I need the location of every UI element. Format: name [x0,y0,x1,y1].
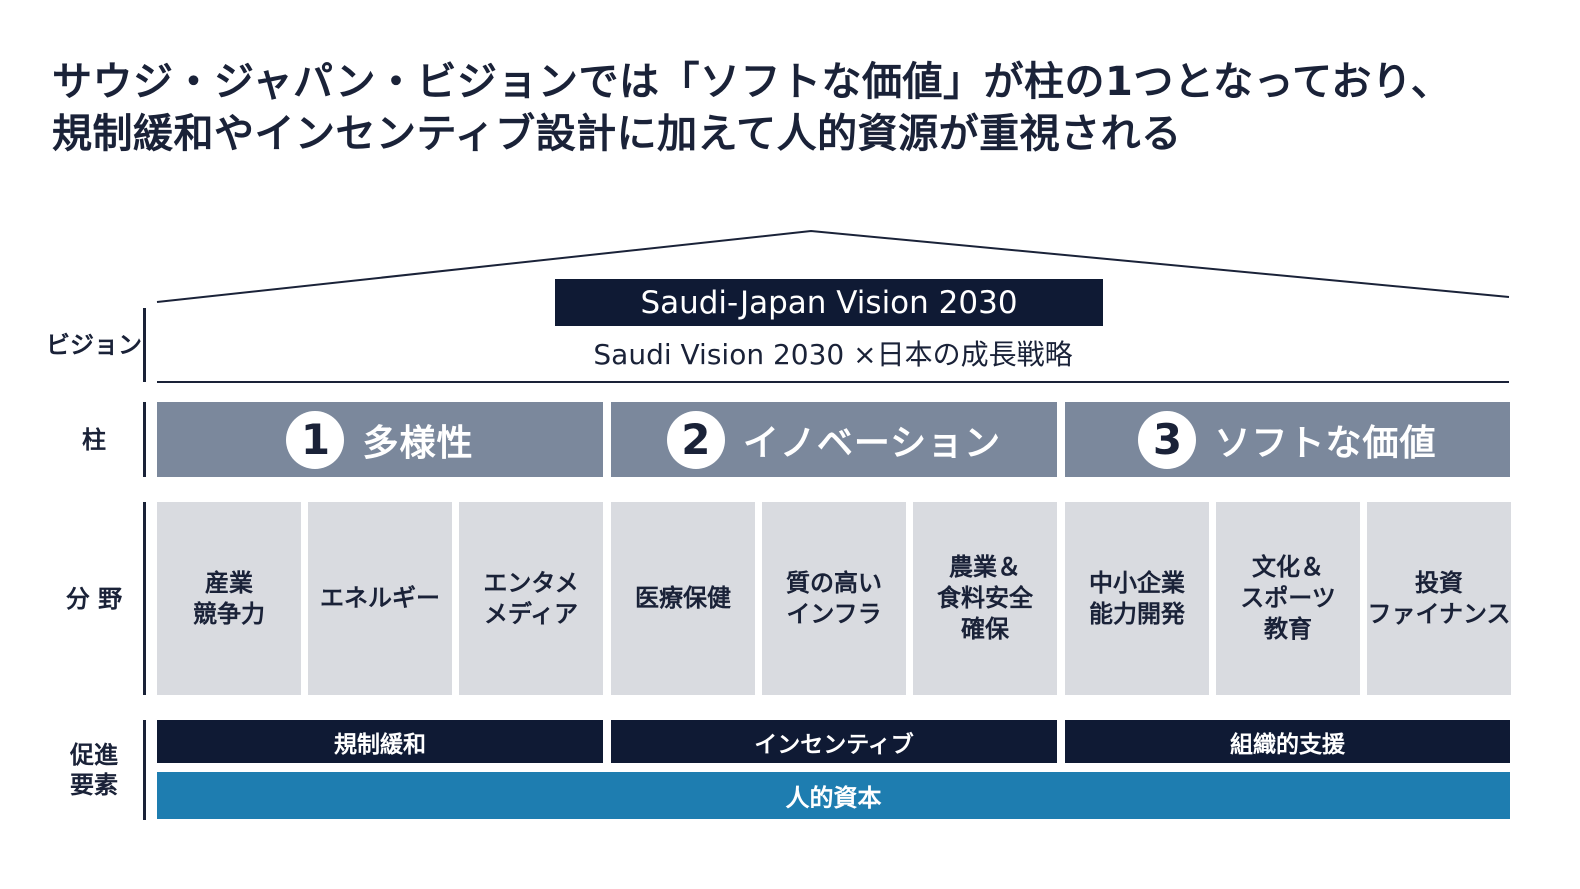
vision-subtitle: Saudi Vision 2030 ×日本の成長戦略 [593,338,1073,371]
pillar-label-1: 多様性 [362,422,474,464]
pillar-label-2: イノベーション [742,422,1002,464]
field-entertainment-media: エンタメ メディア [459,502,603,695]
enabler-organizational-support: 組織的支援 [1065,720,1510,763]
divider-pillar [143,402,146,477]
divider-enabler [143,720,146,820]
field-agriculture-food-security: 農業＆ 食料安全 確保 [913,502,1057,695]
vision-name: Saudi-Japan Vision 2030 [640,284,1018,321]
row-label-vision: ビジョン [46,331,142,359]
field-industry-competitiveness: 産業 競争力 [157,502,301,695]
vision-name-box: Saudi-Japan Vision 2030 [555,279,1103,326]
divider-vision [143,308,146,382]
row-label-enabler: 促進 要素 [70,741,118,799]
pillar-number-1: 1 [286,410,345,469]
enabler-incentive: インセンティブ [611,720,1057,763]
pillar-diversity: 1 多様性 [157,402,603,477]
field-quality-infrastructure: 質の高い インフラ [762,502,906,695]
row-label-pillar: 柱 [82,425,106,454]
page-title: サウジ・ジャパン・ビジョンでは「ソフトな価値」が柱の1つとなっており、 規制緩和… [52,56,1552,160]
field-investment-finance: 投資 ファイナンス [1367,502,1511,695]
pillar-number-2: 2 [666,410,725,469]
field-culture-sports-education: 文化＆ スポーツ 教育 [1216,502,1360,695]
field-healthcare: 医療保健 [611,502,755,695]
pillar-innovation: 2 イノベーション [611,402,1057,477]
title-line-2: 規制緩和やインセンティブ設計に加えて人的資源が重視される [52,111,1182,157]
divider-field [143,502,146,695]
foundation-human-capital: 人的資本 [157,772,1510,819]
enabler-deregulation: 規制緩和 [157,720,603,763]
field-sme-capacity: 中小企業 能力開発 [1065,502,1209,695]
title-line-1: サウジ・ジャパン・ビジョンでは「ソフトな価値」が柱の1つとなっており、 [52,59,1452,105]
pillar-soft-value: 3 ソフトな価値 [1065,402,1510,477]
pillar-label-3: ソフトな価値 [1214,422,1437,464]
field-energy: エネルギー [308,502,452,695]
vision-baseline [157,381,1509,383]
pillar-number-3: 3 [1138,410,1197,469]
row-label-field: 分 野 [65,584,123,613]
